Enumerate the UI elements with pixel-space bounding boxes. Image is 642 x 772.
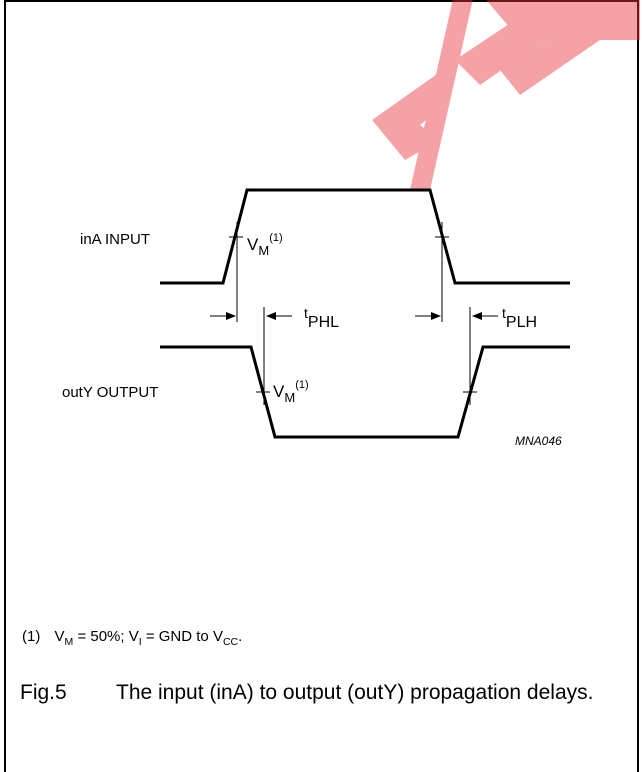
diagram-code: MNA046 (515, 434, 562, 448)
footnote: (1) VM = 50%; VI = GND to VCC. (22, 628, 242, 648)
output-waveform (160, 345, 570, 439)
tplh-arrow-right (472, 312, 498, 320)
footnote-text: VM = 50%; VI = GND to VCC. (54, 628, 243, 648)
tphl-arrow-left (210, 312, 236, 320)
output-label: outY OUTPUT (62, 384, 158, 401)
figure-caption-text: The input (inA) to output (outY) propaga… (116, 681, 594, 704)
tplh-arrow-left (415, 312, 441, 320)
figure-caption: Fig.5 The input (inA) to output (outY) pr… (20, 678, 610, 708)
frame-border-top (4, 0, 639, 2)
tplh-label: tPLH (502, 305, 537, 331)
input-label: inA INPUT (80, 231, 150, 248)
footnote-number: (1) (22, 628, 41, 645)
tphl-label: tPHL (304, 305, 339, 331)
vm-label-output: VM(1) (273, 379, 309, 405)
watermark-logo (372, 0, 640, 190)
input-waveform (160, 188, 570, 285)
figure-number: Fig.5 (20, 681, 67, 704)
vm-label-input: VM(1) (247, 232, 283, 258)
frame-border-right (637, 0, 639, 772)
tphl-arrow-right (266, 312, 292, 320)
frame-border-left (4, 0, 6, 772)
